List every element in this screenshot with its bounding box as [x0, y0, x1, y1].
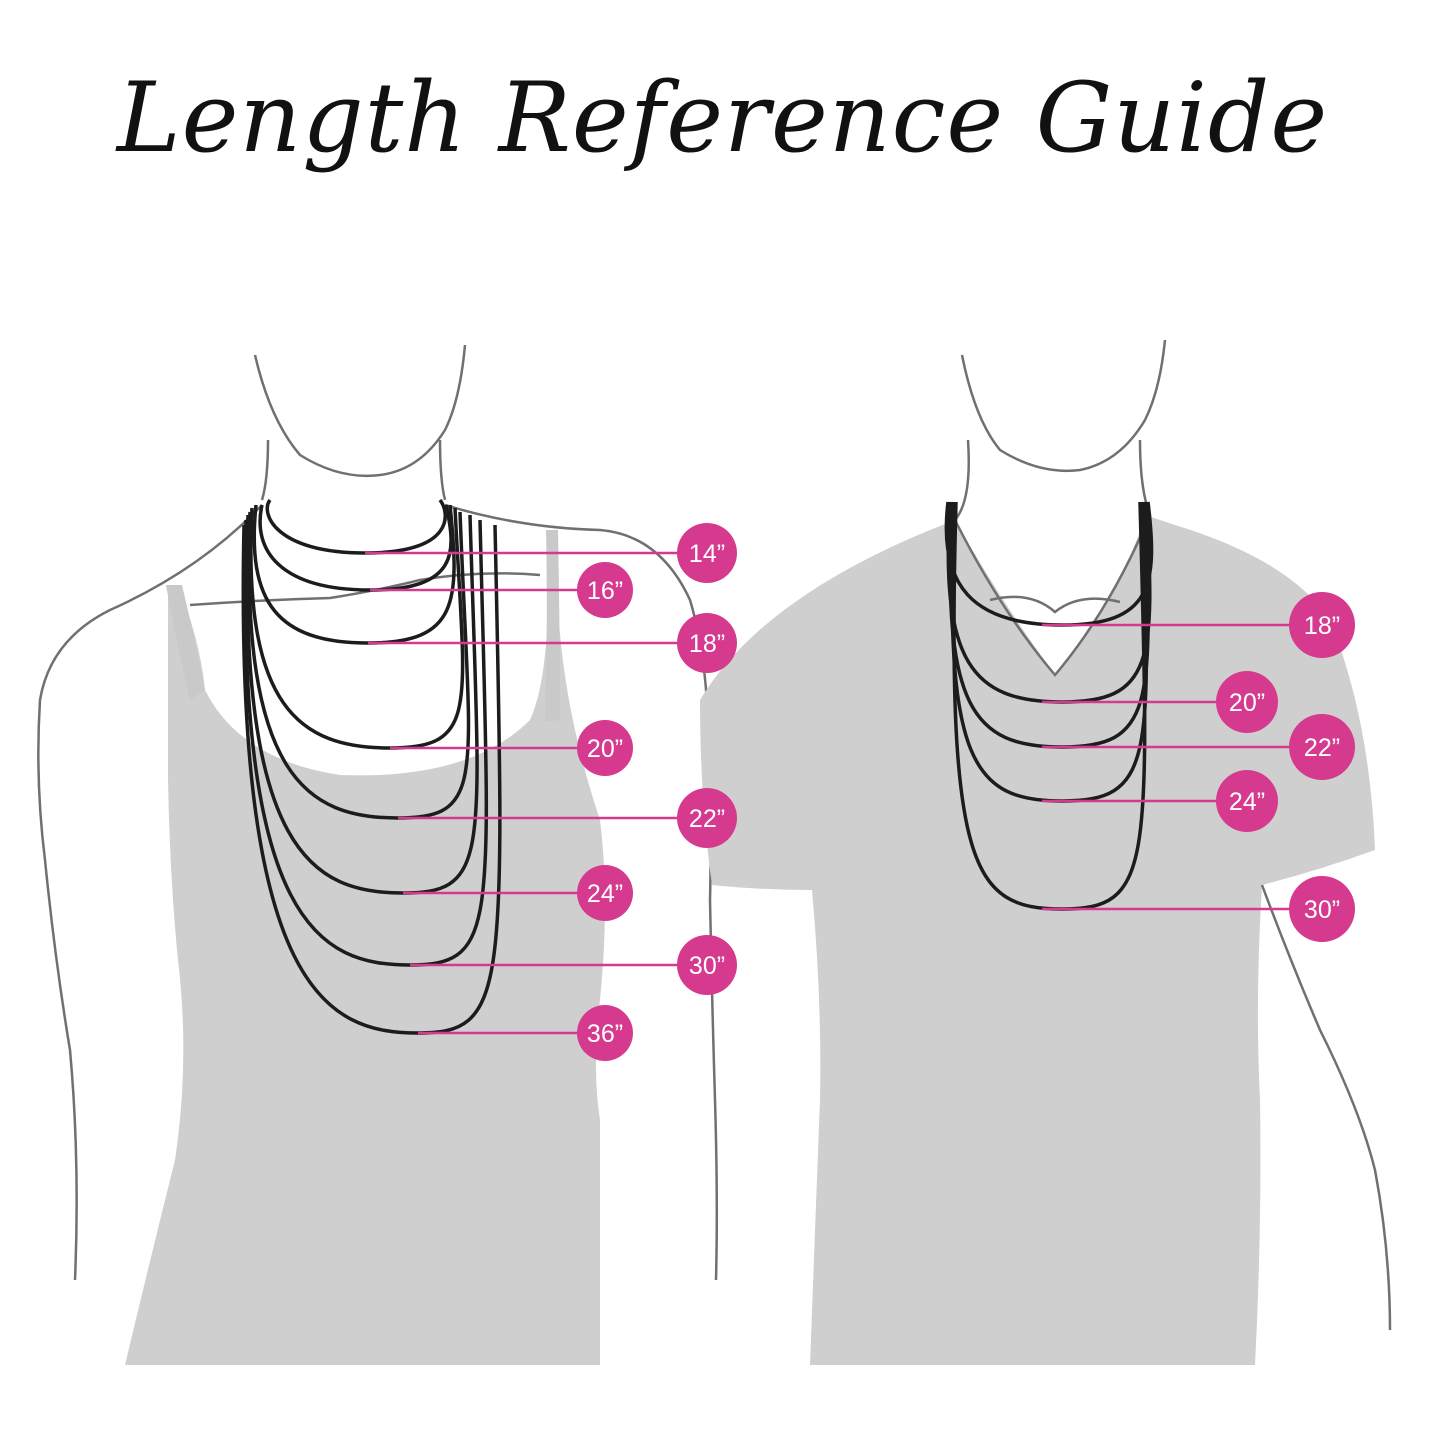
woman-length-badge [577, 865, 633, 921]
man-arm-right [1260, 884, 1392, 1331]
woman-length-label: 30” [689, 952, 725, 980]
woman-figure [37, 344, 719, 1365]
man-length-label: 24” [1229, 788, 1265, 816]
woman-strap-left [166, 585, 205, 700]
woman-chain [252, 504, 456, 645]
man-length-badge [1289, 876, 1355, 942]
woman-length-label: 24” [587, 880, 623, 908]
woman-neck-right [438, 439, 447, 501]
woman-length-badge [677, 935, 737, 995]
page-title: Length Reference Guide [116, 62, 1329, 174]
woman-length-label: 16” [587, 577, 623, 605]
man-length-badge [1289, 592, 1355, 658]
man-chin [989, 595, 1121, 614]
woman-chain [258, 504, 453, 592]
woman-length-badge [577, 562, 633, 618]
woman-length-badge [677, 523, 737, 583]
woman-length-label: 18” [689, 630, 725, 658]
woman-length-badge [577, 1005, 633, 1061]
man-tshirt [700, 515, 1375, 1365]
man-length-label: 20” [1229, 689, 1265, 717]
woman-length-badge [677, 788, 737, 848]
man-length-badge [1216, 770, 1278, 832]
man-length-label: 18” [1304, 612, 1340, 640]
woman-chain [243, 519, 489, 967]
woman-neck-left [260, 439, 270, 501]
woman-chain [245, 514, 479, 895]
man-length-label: 30” [1304, 896, 1340, 924]
man-collar [953, 514, 1152, 677]
woman-strap-right [545, 530, 560, 722]
woman-shoulder-left [37, 504, 263, 1281]
woman-length-badge [577, 720, 633, 776]
man-length-label: 22” [1304, 734, 1340, 762]
man-face-outline [960, 339, 1167, 473]
man-figure [700, 339, 1392, 1365]
woman-chain [241, 524, 502, 1035]
length-callouts: 14” 16” 18” 20” 22” 24” 30” 36” 18” 20” 22” 24” 30” [365, 523, 1355, 1061]
woman-length-badge [677, 613, 737, 673]
woman-chain [265, 498, 447, 555]
woman-length-label: 22” [689, 805, 725, 833]
man-length-badge [1289, 714, 1355, 780]
woman-length-label: 20” [587, 735, 623, 763]
man-neck-left [954, 439, 971, 521]
man-length-badge [1216, 671, 1278, 733]
woman-face-outline [253, 344, 467, 478]
woman-length-label: 14” [689, 540, 725, 568]
woman-length-label: 36” [587, 1020, 623, 1048]
woman-tank-top [125, 585, 605, 1365]
